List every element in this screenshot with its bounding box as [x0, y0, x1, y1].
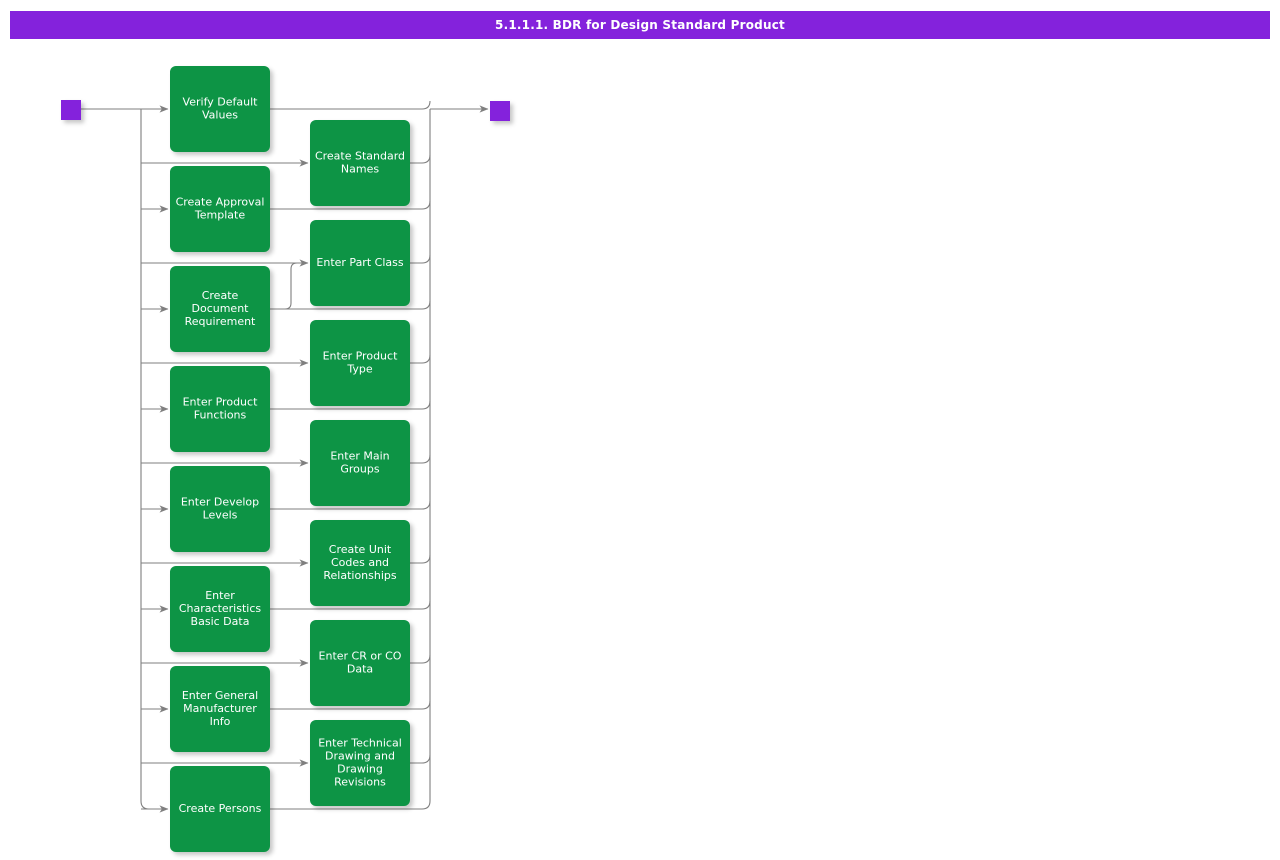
node-shape	[310, 320, 410, 406]
page-title: 5.1.1.1. BDR for Design Standard Product	[495, 18, 785, 32]
node-shape	[170, 666, 270, 752]
start-terminator[interactable]	[61, 100, 81, 120]
node-label: Enter Part Class	[316, 256, 403, 269]
node-shape	[310, 420, 410, 506]
connector-layer	[81, 100, 489, 813]
connector-n8-to-right-rail	[270, 800, 431, 810]
process-node-n8[interactable]: Create Persons	[170, 766, 270, 852]
connector-m3-to-right-rail	[410, 354, 431, 364]
connector-m2-to-right-rail	[410, 254, 431, 264]
end-terminator[interactable]	[490, 101, 510, 121]
connector-m5-to-right-rail	[410, 554, 431, 564]
node-shape	[310, 520, 410, 606]
node-shape	[170, 766, 270, 852]
node-shape	[310, 620, 410, 706]
connector-m4-to-right-rail	[410, 454, 431, 464]
node-shape	[170, 566, 270, 652]
node-shape	[310, 120, 410, 206]
connector-n1-to-right-rail	[270, 100, 431, 110]
node-label: Create Persons	[179, 802, 262, 815]
connector-m1-to-right-rail	[410, 154, 431, 164]
node-shape	[170, 66, 270, 152]
start-terminator-shape	[61, 100, 81, 120]
left-vertical-rail	[140, 109, 150, 810]
connector-n3-loop-to-m2	[270, 262, 298, 310]
node-shape	[170, 166, 270, 252]
node-shape	[170, 366, 270, 452]
connector-m6-to-right-rail	[410, 654, 431, 664]
connector-m7-to-right-rail	[410, 754, 431, 764]
node-shape	[170, 266, 270, 352]
process-node-m2[interactable]: Enter Part Class	[310, 220, 410, 306]
node-shape	[170, 466, 270, 552]
node-shape	[310, 220, 410, 306]
end-terminator-shape	[490, 101, 510, 121]
node-shape	[310, 720, 410, 806]
diagram-title-bar: 5.1.1.1. BDR for Design Standard Product	[10, 11, 1270, 39]
